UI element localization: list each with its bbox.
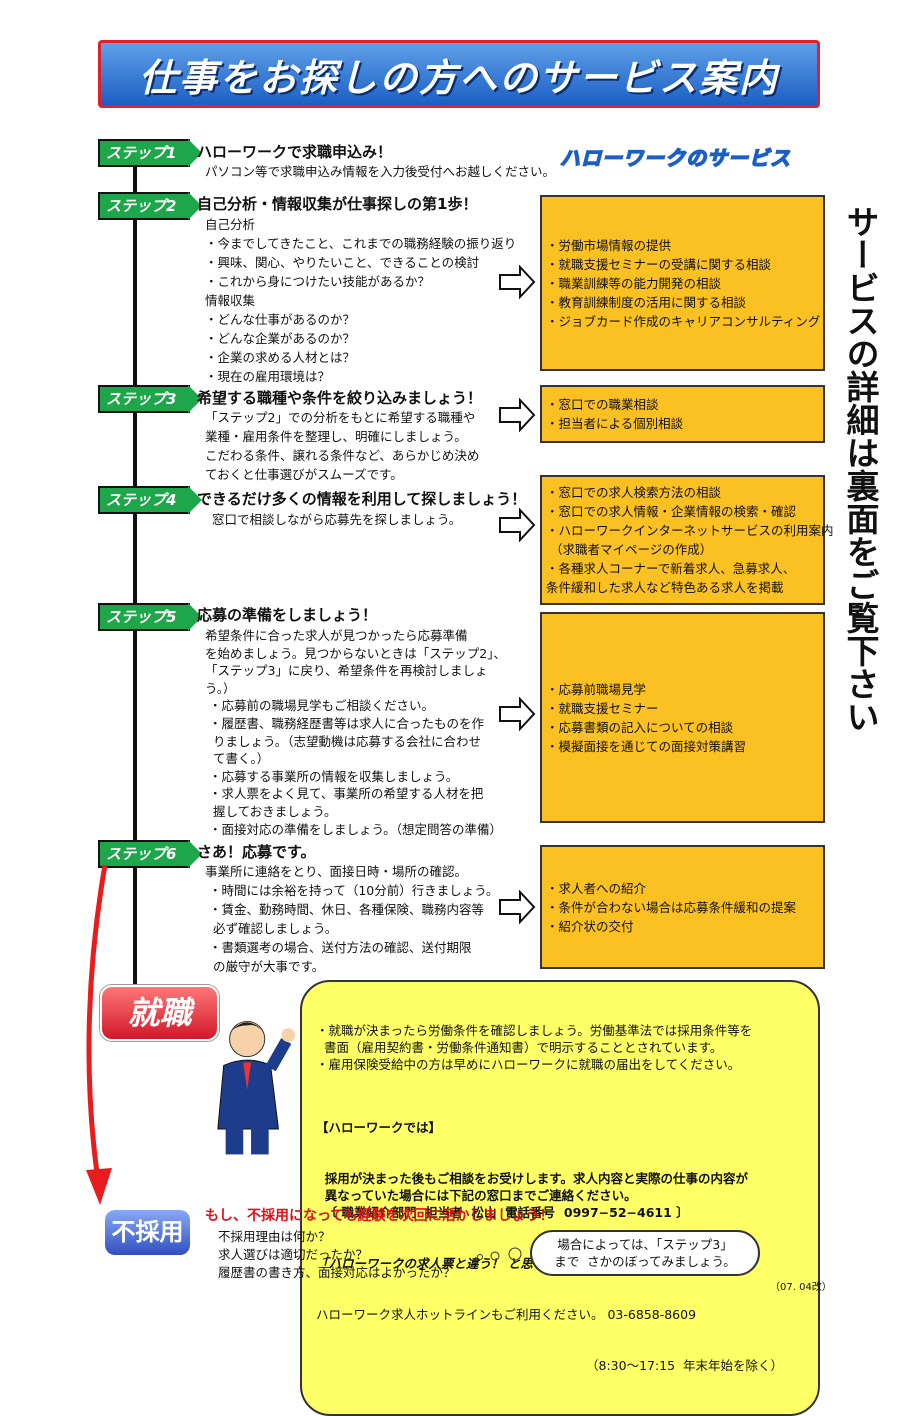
step-5-label: ステップ5 xyxy=(98,603,202,631)
step-6-body: 事業所に連絡をとり、面接日時・場所の確認。 ・時間には余裕を持って（10分前）行… xyxy=(205,864,499,974)
businessman-illustration-icon xyxy=(217,1020,296,1155)
step-3-label: ステップ3 xyxy=(98,385,202,413)
step-1-body: パソコン等で求職申込み情報を入力後受付へお越しください。 xyxy=(205,164,556,179)
step-4-heading: できるだけ多くの情報を利用して探しましょう！ xyxy=(197,490,527,508)
rejection-questions: 不採用理由は何か？ 求人選びは適切だったか？ 履歴書の書き方、面接対応はよかった… xyxy=(218,1229,456,1280)
employment-badge: 就職 xyxy=(100,985,219,1041)
hotline-text: ハローワーク求人ホットラインもご利用ください。 03-6858-8609 xyxy=(316,1307,697,1322)
hellowork-body: 採用が決まった後もご相談をお受けします。求人内容と実際の仕事の内容が 異なってい… xyxy=(324,1171,748,1220)
step-2-heading: 自己分析・情報収集が仕事探しの第1歩！ xyxy=(197,195,478,213)
thought-cloud: 場合によっては、「ステップ3」 まで さかのぼってみましょう。 xyxy=(530,1230,760,1276)
step-1-label: ステップ1 xyxy=(98,139,202,167)
arrow-right-icon xyxy=(499,398,536,432)
red-curved-arrow-icon xyxy=(86,864,112,1205)
revision-note: （07. 04改） xyxy=(770,1282,832,1293)
step-2-body: 自己分析 ・今までしてきたこと、これまでの職務経験の振り返り ・興味、関心、やり… xyxy=(205,217,517,384)
step-2-label: ステップ2 xyxy=(98,192,202,220)
thought-dots-icon xyxy=(477,1247,522,1261)
employment-speech-bubble: ・就職が決まったら労働条件を確認しましょう。労働基準法では採用条件等を 書面（雇… xyxy=(300,980,820,1416)
flyer-page: 仕事をお探しの方へのサービス案内 ハローワークのサービス サービスの詳細は裏面を… xyxy=(86,40,880,1416)
arrow-right-icon xyxy=(499,508,536,542)
service-box-4: ・応募前職場見学 ・就職支援セミナー ・応募書類の記入についての相談 ・模擬面接… xyxy=(540,612,825,823)
page-title: 仕事をお探しの方へのサービス案内 xyxy=(138,55,779,100)
step-5-body: 希望条件に合った求人が見つかったら応募準備 を始めましょう。見つからないときは「… xyxy=(205,628,506,837)
service-box-3: ・窓口での求人検索方法の相談 ・窓口での求人情報・企業情報の検索・確認 ・ハロー… xyxy=(540,475,834,605)
step-3-body: 「ステップ2」での分析をもとに希望する職種や 業種・雇用条件を整理し、明確にしま… xyxy=(205,410,480,482)
step-4-body: 窓口で相談しながら応募先を探しましょう。 xyxy=(212,512,462,527)
rejection-badge: 不採用 xyxy=(105,1210,190,1255)
step-4-label: ステップ4 xyxy=(98,486,202,514)
step-6-heading: さあ！応募です。 xyxy=(197,843,316,861)
step-5-heading: 応募の準備をしましょう！ xyxy=(197,606,378,624)
service-heading: ハローワークのサービス xyxy=(559,145,791,171)
hellowork-heading: 【ハローワークでは】 xyxy=(316,1120,442,1135)
vertical-note: サービスの詳細は裏面をご覧下さい xyxy=(841,205,880,733)
arrow-right-icon xyxy=(499,890,536,924)
rejection-heading: もし、不採用になっても経験を次回に活かしましょう！ xyxy=(205,1208,554,1224)
hotline-hours: （8:30〜17:15 年末年始を除く） xyxy=(586,1358,784,1373)
step-1-heading: ハローワークで求職申込み！ xyxy=(197,143,393,161)
arrow-right-icon xyxy=(499,697,536,731)
timeline-line xyxy=(133,160,137,990)
employment-notes: ・就職が決まったら労働条件を確認しましょう。労働基準法では採用条件等を 書面（雇… xyxy=(316,1023,753,1072)
service-box-1: ・労働市場情報の提供 ・就職支援セミナーの受講に関する相談 ・職業訓練等の能力開… xyxy=(540,195,825,371)
title-banner: 仕事をお探しの方へのサービス案内 xyxy=(98,40,820,108)
arrow-right-icon xyxy=(499,265,536,299)
step-3-heading: 希望する職種や条件を絞り込みましょう！ xyxy=(197,389,483,407)
step-6-label: ステップ6 xyxy=(98,840,202,868)
service-box-5: ・求人者への紹介 ・条件が合わない場合は応募条件緩和の提案 ・紹介状の交付 xyxy=(540,845,825,969)
service-box-2: ・窓口での職業相談 ・担当者による個別相談 xyxy=(540,385,825,443)
